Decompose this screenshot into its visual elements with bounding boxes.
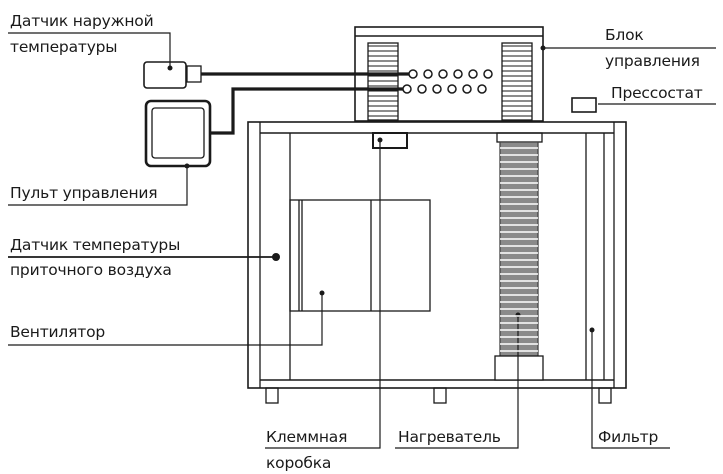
terminal-box <box>372 132 408 149</box>
label-filter: Фильтр <box>598 428 659 446</box>
label-control-panel: Пульт управления <box>10 184 158 202</box>
label-supply-sensor-2: приточного воздуха <box>10 261 172 279</box>
pressostat <box>571 97 597 113</box>
leader-terminal-box <box>265 140 381 449</box>
label-terminal-box-1: Клеммная <box>266 428 348 446</box>
label-heater: Нагреватель <box>398 428 501 446</box>
label-outdoor-sensor-1: Датчик наружной <box>10 12 154 30</box>
feet <box>265 387 612 404</box>
label-terminal-box-2: коробка <box>266 454 332 472</box>
label-control-unit-1: Блок <box>605 26 644 44</box>
label-pressostat: Прессостат <box>611 84 703 102</box>
leader-outdoor-sensor <box>8 32 171 68</box>
control-panel <box>144 99 212 168</box>
label-supply-sensor-1: Датчик температуры <box>10 236 181 254</box>
main-body <box>247 121 627 389</box>
label-control-unit-2: управления <box>605 52 700 70</box>
label-fan: Вентилятор <box>10 323 105 341</box>
leader-fan <box>8 293 323 346</box>
heater <box>494 132 544 381</box>
label-outdoor-sensor-2: температуры <box>10 38 118 56</box>
leader-heater <box>395 315 519 449</box>
leader-control-panel <box>8 166 188 206</box>
leader-filter <box>591 330 670 449</box>
fan-housing <box>289 199 431 312</box>
filter <box>585 133 605 380</box>
outdoor-sensor <box>143 61 202 89</box>
